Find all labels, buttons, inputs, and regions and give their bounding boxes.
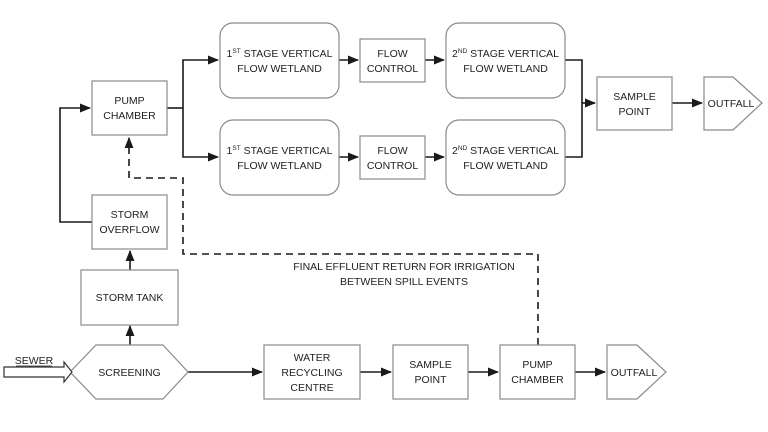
outfall-top-shape — [703, 76, 763, 131]
return-note-line-1: FINAL EFFLUENT RETURN FOR IRRIGATION — [293, 261, 514, 273]
connector-overflow-to-pump — [59, 103, 92, 223]
storm-overflow-label-2: OVERFLOW — [99, 224, 159, 236]
wetland2b-label-2: FLOW WETLAND — [463, 160, 548, 172]
return-note-line-2: BETWEEN SPILL EVENTS — [340, 276, 468, 288]
outfall-bottom-shape — [606, 344, 667, 400]
wetland1a-label-2: FLOW WETLAND — [237, 63, 322, 75]
wetland1b-label-1: 1ST STAGE VERTICAL — [227, 145, 333, 157]
flow-control-b-label-2: CONTROL — [367, 160, 418, 172]
wetland1a-box — [219, 22, 340, 99]
sample-point-bottom-label-1: SAMPLE — [409, 359, 452, 371]
connector-effluent-return — [124, 136, 539, 345]
pump-chamber-top-label-2: CHAMBER — [103, 110, 156, 122]
flow-control-a-box — [359, 38, 426, 83]
storm-tank-box — [80, 269, 179, 326]
pump-chamber-bottom-label-1: PUMP — [522, 359, 552, 371]
wrc-label-2: RECYCLING — [281, 367, 342, 379]
pump-chamber-top-box — [91, 80, 168, 136]
storm-tank-label: STORM TANK — [96, 292, 164, 304]
connector-to-wetland1a — [182, 55, 220, 108]
screening-label: SCREENING — [98, 367, 160, 379]
flow-control-b-label-1: FLOW — [377, 145, 407, 157]
sample-point-top-label-1: SAMPLE — [613, 91, 656, 103]
wetland2b-box — [445, 119, 566, 196]
wetland2b-label-1: 2ND STAGE VERTICAL — [452, 145, 559, 157]
flow-control-b-box — [359, 135, 426, 180]
sample-point-top-box — [596, 76, 673, 131]
sample-point-top-label-2: POINT — [618, 106, 651, 118]
sample-point-bottom-label-2: POINT — [414, 374, 447, 386]
wetland1a-label-1: 1ST STAGE VERTICAL — [227, 48, 333, 60]
pump-chamber-bottom-label-2: CHAMBER — [511, 374, 564, 386]
pump-chamber-top-label-1: PUMP — [114, 95, 144, 107]
storm-overflow-label-1: STORM — [111, 209, 149, 221]
wetland1b-box — [219, 119, 340, 196]
wrc-label-1: WATER — [294, 352, 331, 364]
connector-wetland2a-merge — [565, 59, 583, 158]
sewer-input-arrow — [3, 360, 73, 384]
wetland1b-label-2: FLOW WETLAND — [237, 160, 322, 172]
wetland2a-label-1: 2ND STAGE VERTICAL — [452, 48, 559, 60]
sewer-label: SEWER — [15, 355, 54, 367]
sample-point-bottom-box — [392, 344, 469, 400]
pump-chamber-bottom-box — [499, 344, 576, 400]
outfall-top-label: OUTFALL — [708, 98, 755, 110]
flow-control-a-label-2: CONTROL — [367, 63, 418, 75]
connector-to-wetland1b — [182, 108, 220, 162]
wetland2a-box — [445, 22, 566, 99]
wrc-label-3: CENTRE — [290, 382, 333, 394]
storm-overflow-box — [91, 194, 168, 250]
screening-hexagon — [69, 344, 189, 400]
flow-control-a-label-1: FLOW — [377, 48, 407, 60]
wetland2a-label-2: FLOW WETLAND — [463, 63, 548, 75]
water-recycling-centre-box — [263, 344, 361, 400]
outfall-bottom-label: OUTFALL — [611, 367, 658, 379]
